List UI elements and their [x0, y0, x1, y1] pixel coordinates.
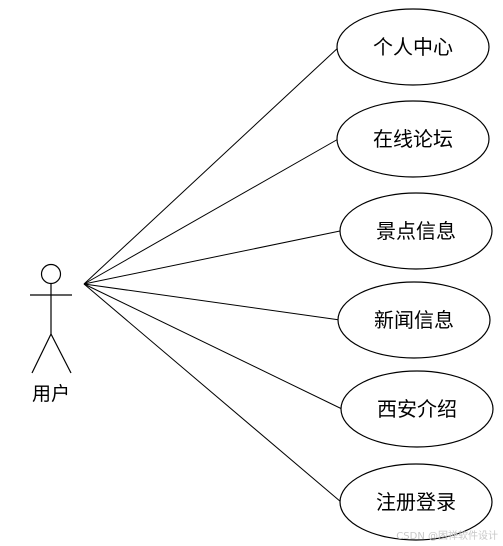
use-case-label: 个人中心 — [373, 35, 453, 59]
actor-label: 用户 — [32, 383, 70, 405]
association-line — [83, 283, 341, 321]
use-case-ellipse — [336, 8, 490, 86]
use-case-label: 注册登录 — [376, 490, 456, 514]
use-case-label: 景点信息 — [376, 219, 456, 243]
association-line — [83, 283, 343, 410]
actor-left-leg — [31, 333, 52, 374]
association-line — [83, 137, 341, 285]
actor-figure: 用户 — [30, 263, 72, 405]
use-case-ellipse — [337, 281, 491, 359]
use-case-news-info: 新闻信息 — [337, 281, 491, 359]
use-case-scenic-info: 景点信息 — [339, 192, 493, 270]
actor-head — [40, 263, 62, 285]
watermark: CSDN @困禅软件设计 — [396, 529, 498, 542]
actor-right-leg — [50, 333, 72, 374]
association-line — [83, 230, 341, 285]
use-case-register-login: 注册登录 — [339, 463, 493, 541]
association-line — [83, 45, 341, 285]
use-case-ellipse — [340, 370, 494, 448]
use-case-label: 新闻信息 — [374, 308, 454, 332]
use-case-ellipse — [339, 192, 493, 270]
use-case-label: 在线论坛 — [373, 127, 453, 151]
use-case-online-forum: 在线论坛 — [336, 100, 490, 178]
association-line — [83, 283, 342, 503]
use-case-personal-center: 个人中心 — [336, 8, 490, 86]
association-lines — [83, 45, 343, 503]
use-case-ellipse — [339, 463, 493, 541]
use-case-label: 西安介绍 — [377, 397, 457, 421]
use-case-xian-intro: 西安介绍 — [340, 370, 494, 448]
use-case-ellipse — [336, 100, 490, 178]
